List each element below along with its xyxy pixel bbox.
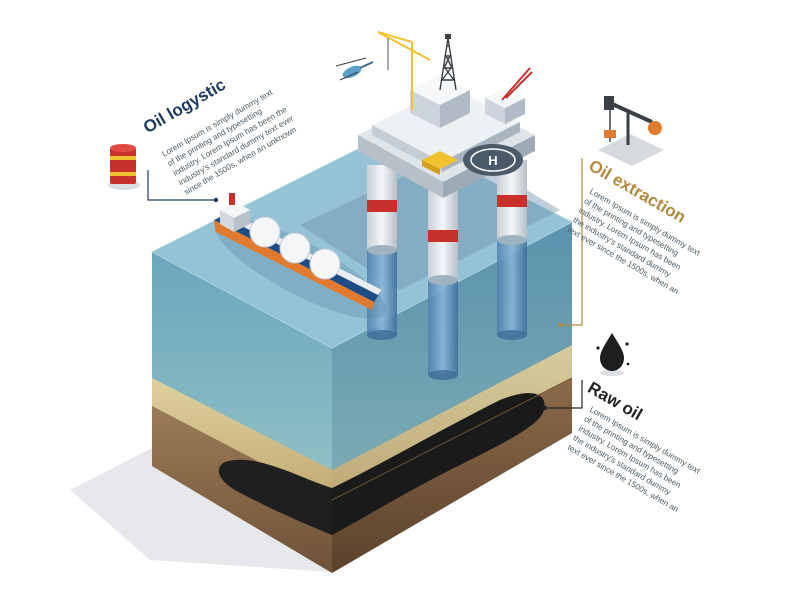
sea-surface: [152, 132, 572, 348]
lng-tank: [279, 232, 311, 264]
pumpjack-icon: [598, 96, 664, 166]
yellow-crane: [377, 31, 431, 110]
block-shadow: [70, 448, 332, 572]
platform-legs: [367, 240, 527, 380]
callout-line-logistic: [147, 170, 216, 201]
oil-reservoir-right: [332, 393, 545, 535]
oil-drop-icon: [596, 333, 630, 376]
callout-line-extraction: [560, 158, 583, 326]
helicopter-icon: [335, 57, 374, 81]
lng-tank: [249, 216, 281, 248]
helipad-letter: H: [488, 153, 497, 168]
flare-boom: [501, 67, 533, 101]
lng-tanker-ship: [214, 193, 386, 319]
block-left-face: [152, 252, 332, 573]
oil-reservoir-left: [218, 459, 332, 535]
callout-line-rawoil: [545, 380, 583, 409]
lng-tank: [309, 248, 341, 280]
oil-platform: H: [358, 31, 535, 198]
oil-barrel-icon: [108, 144, 140, 190]
